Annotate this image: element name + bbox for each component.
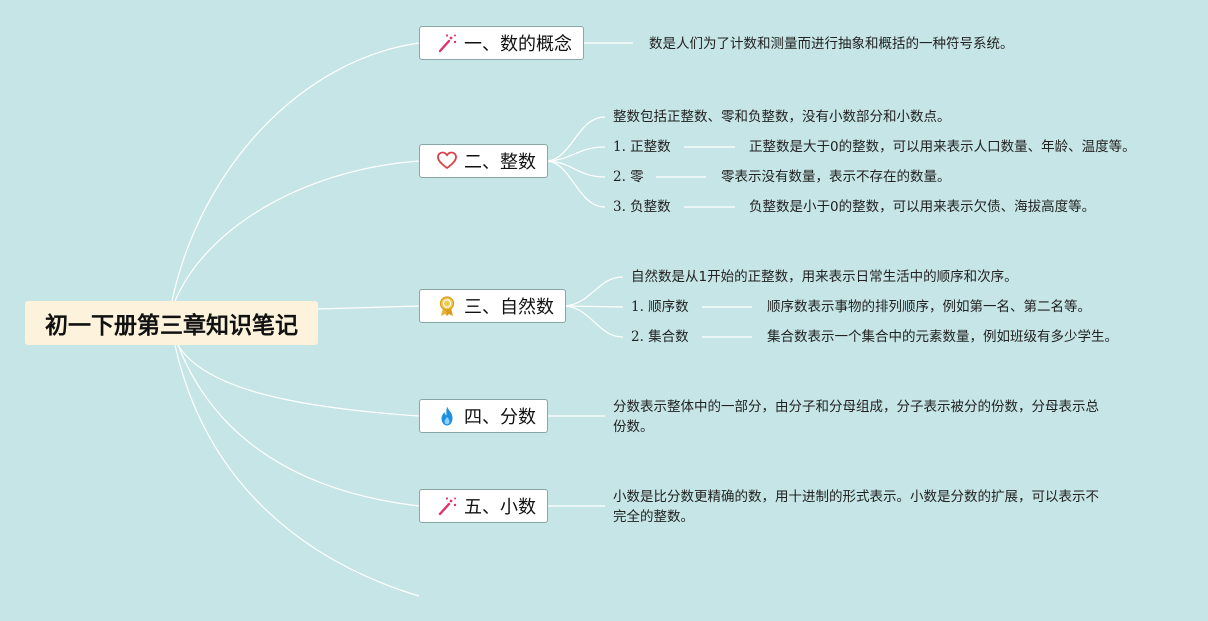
- connector-topic-3-sub-1: [565, 305, 624, 308]
- connector-topic-2-sub-3: [547, 160, 606, 208]
- subtopic-zero[interactable]: 2. 零: [613, 169, 644, 185]
- subtopic-ordinal-numbers-detail: 顺序数表示事物的排列顺序，例如第一名、第二名等。: [767, 299, 1091, 315]
- topic-label: 五、小数: [464, 497, 536, 518]
- root-topic[interactable]: 初一下册第三章知识笔记: [25, 301, 318, 345]
- subtopic-positive-integers[interactable]: 1. 正整数: [613, 139, 671, 155]
- connector-topic-2-intro: [547, 116, 606, 162]
- topic-integers-intro: 整数包括正整数、零和负整数，没有小数部分和小数点。: [613, 109, 951, 125]
- subtopic-negative-integers[interactable]: 3. 负整数: [613, 199, 671, 215]
- connector-root-topic-2: [174, 160, 420, 302]
- connector-topic-2-sub-1: [547, 146, 606, 162]
- connector-topic-3-sub-2: [565, 305, 624, 338]
- topic-decimals-detail: 小数是比分数更精确的数，用十进制的形式表示。小数是分数的扩展，可以表示不完全的整…: [613, 489, 1099, 525]
- topic-label: 四、分数: [464, 407, 536, 428]
- connector-root-topic-4: [177, 344, 420, 417]
- topic-fractions-detail: 分数表示整体中的一部分，由分子和分母组成，分子表示被分的份数，分母表示总份数。: [613, 399, 1099, 435]
- topic-number-concept[interactable]: 一、数的概念: [419, 26, 584, 60]
- flame-icon: [436, 405, 458, 427]
- connector-root-topic-1: [171, 42, 420, 302]
- connector-topic-3-intro: [565, 276, 624, 307]
- topic-natural-numbers[interactable]: 三、自然数: [419, 289, 566, 323]
- connector-topic-2-sub-2: [547, 160, 606, 178]
- topic-number-concept-detail: 数是人们为了计数和测量而进行抽象和概括的一种符号系统。: [649, 36, 1014, 52]
- topic-integers[interactable]: 二、整数: [419, 144, 548, 178]
- connector-root-extra: [174, 344, 420, 597]
- subtopic-ordinal-numbers[interactable]: 1. 顺序数: [631, 299, 689, 315]
- medal-icon: [436, 295, 458, 317]
- subtopic-cardinal-numbers-detail: 集合数表示一个集合中的元素数量，例如班级有多少学生。: [767, 329, 1118, 345]
- connector-root-topic-5: [177, 344, 420, 507]
- subtopic-negative-integers-detail: 负整数是小于0的整数，可以用来表示欠债、海拔高度等。: [749, 199, 1096, 215]
- topic-fractions[interactable]: 四、分数: [419, 399, 548, 433]
- magic-wand-icon: [436, 32, 458, 54]
- topic-label: 三、自然数: [464, 297, 554, 318]
- subtopic-cardinal-numbers[interactable]: 2. 集合数: [631, 329, 689, 345]
- connector-root-topic-3: [317, 305, 420, 310]
- topic-decimals[interactable]: 五、小数: [419, 489, 548, 523]
- subtopic-zero-detail: 零表示没有数量，表示不存在的数量。: [721, 169, 951, 185]
- subtopic-positive-integers-detail: 正整数是大于0的整数，可以用来表示人口数量、年龄、温度等。: [749, 139, 1136, 155]
- heart-icon: [436, 150, 458, 172]
- magic-wand-icon: [436, 495, 458, 517]
- topic-natural-numbers-intro: 自然数是从1开始的正整数，用来表示日常生活中的顺序和次序。: [631, 269, 1018, 285]
- topic-label: 一、数的概念: [464, 34, 572, 55]
- topic-label: 二、整数: [464, 152, 536, 173]
